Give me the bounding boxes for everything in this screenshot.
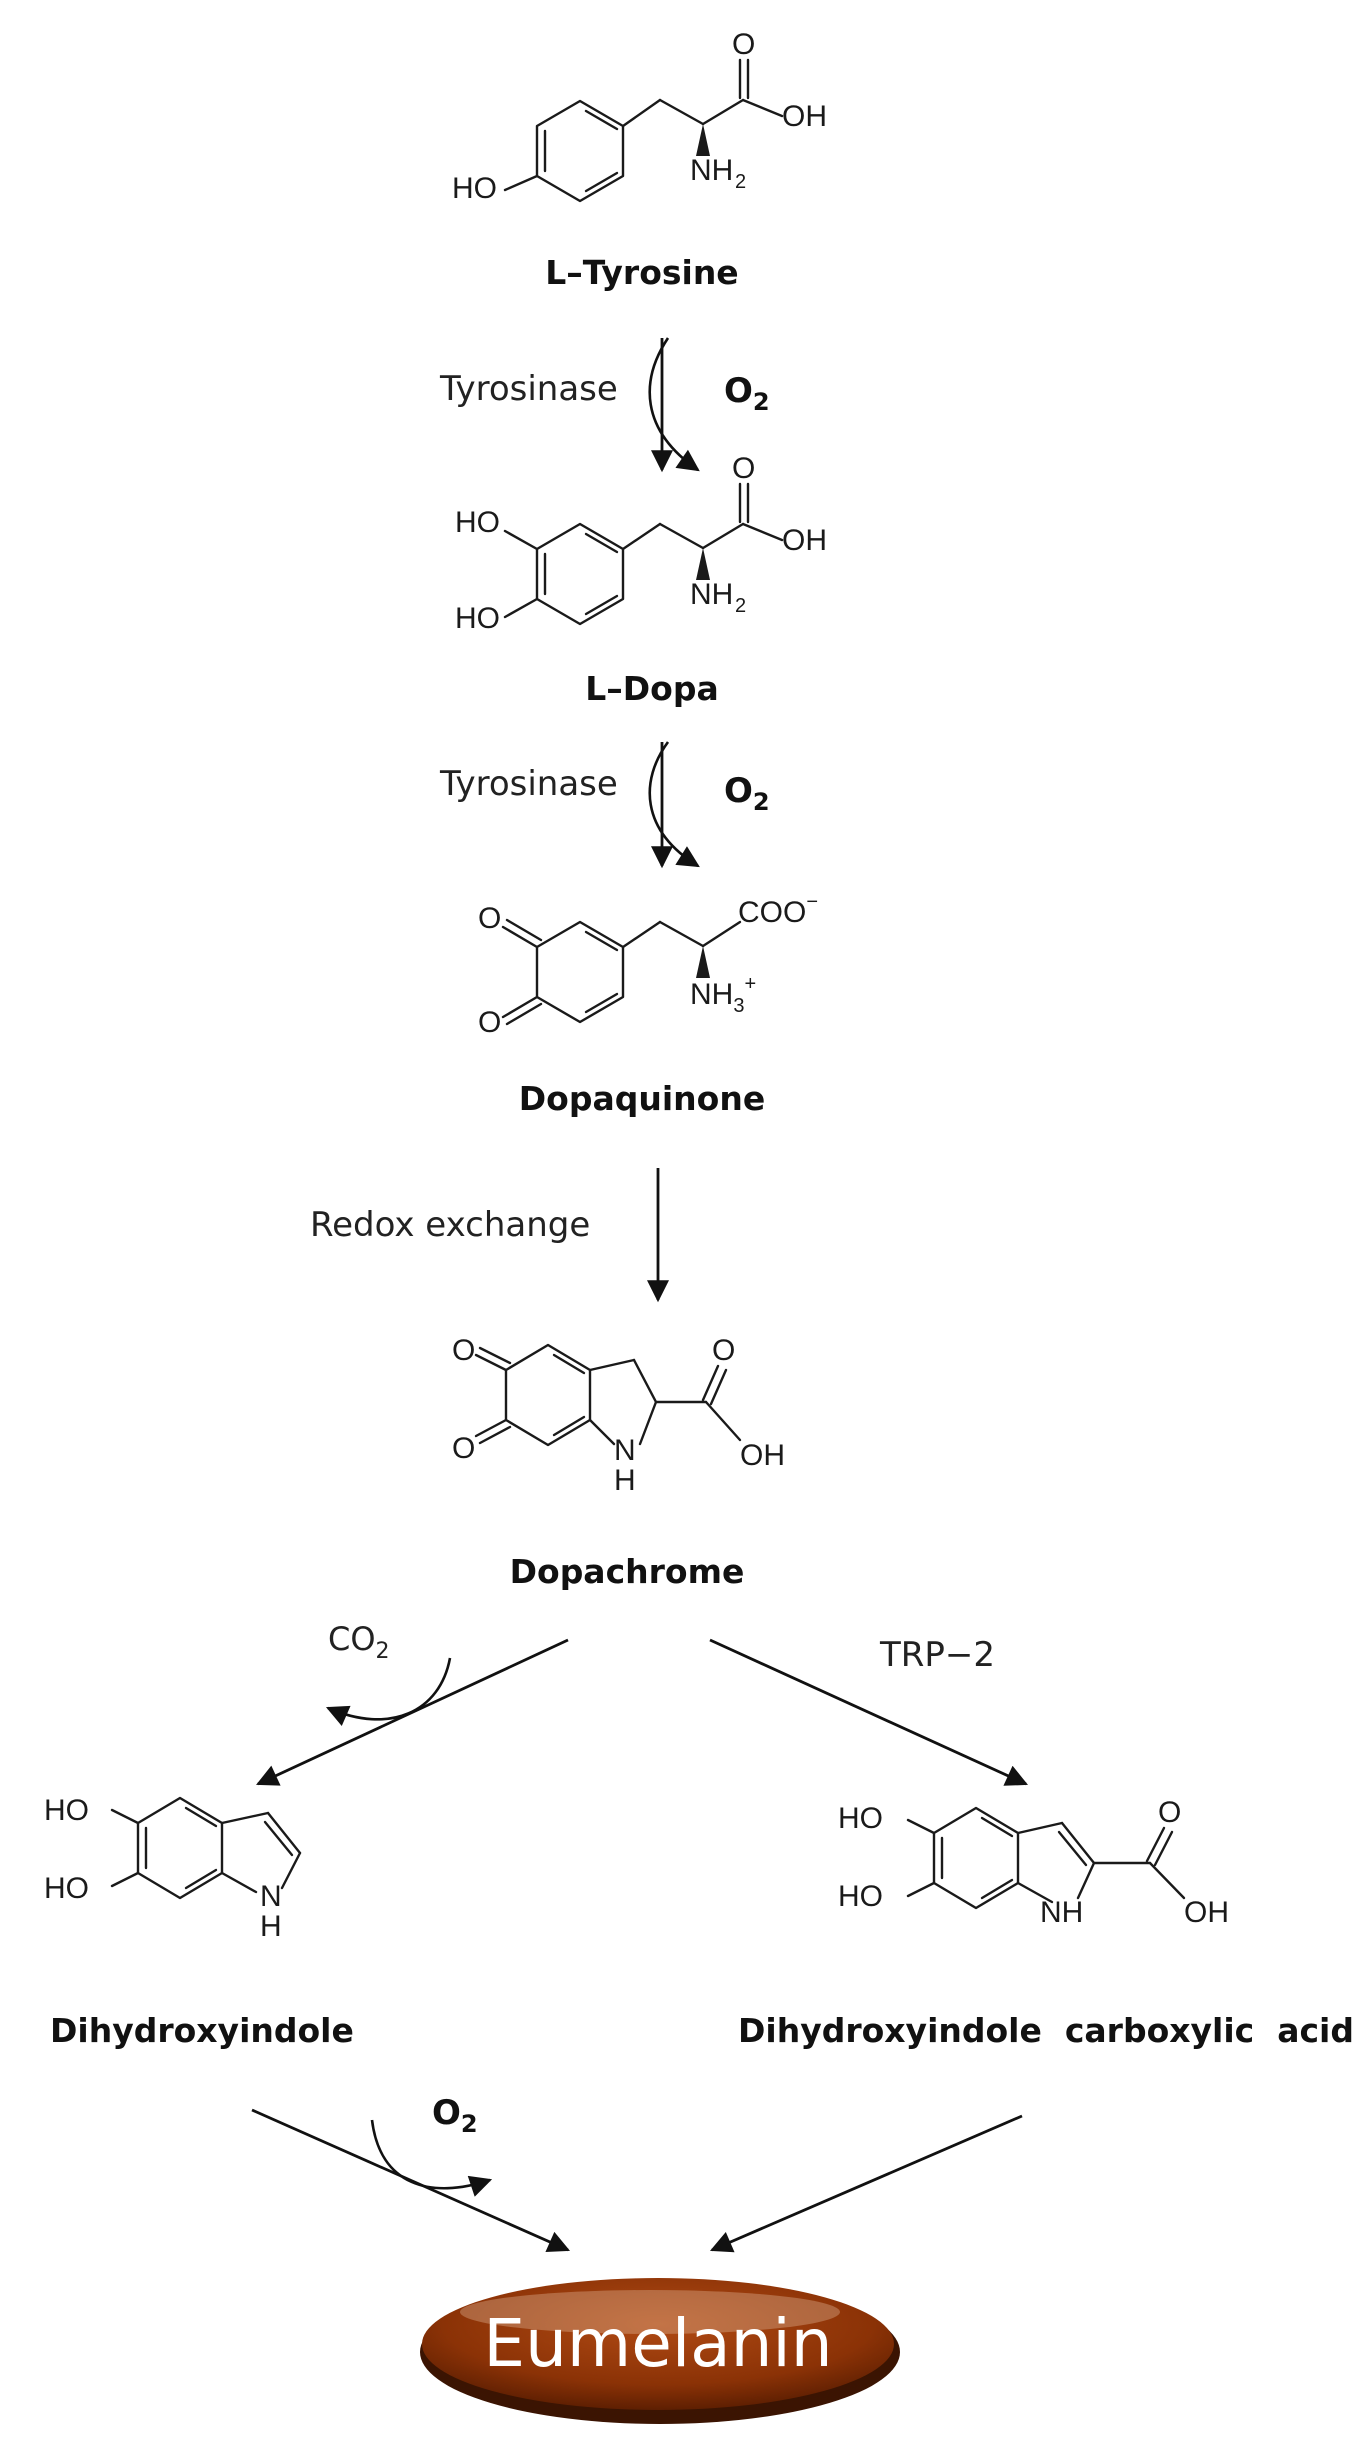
dhi-ho-lower: HO bbox=[44, 1872, 89, 1905]
dhica-ho-upper: HO bbox=[838, 1802, 883, 1835]
step5-reagent: O2 bbox=[432, 2093, 478, 2138]
dopachrome-h-label: H bbox=[614, 1464, 636, 1497]
dhica-ho-lower: HO bbox=[838, 1880, 883, 1913]
dhi-n-label: N bbox=[260, 1880, 282, 1913]
step2-reagent: O2 bbox=[724, 771, 770, 816]
dhica-oh-label: OH bbox=[1184, 1896, 1229, 1929]
step2-enzyme: Tyrosinase bbox=[439, 764, 618, 804]
dhica-name: Dihydroxyindole carboxylic acid bbox=[738, 2011, 1354, 2050]
eumelanin-highlight bbox=[460, 2290, 840, 2334]
dopaquinone-coo-label: COO− bbox=[738, 891, 818, 929]
step2-arrow bbox=[648, 741, 700, 869]
tyrosine-oh-label: OH bbox=[782, 100, 827, 133]
dopaquinone-structure: O O COO− NH3+ bbox=[478, 891, 818, 1039]
dopa-nh-label: NH bbox=[690, 578, 733, 611]
dopachrome-o-upper: O bbox=[452, 1334, 475, 1367]
dopachrome-name: Dopachrome bbox=[510, 1552, 745, 1591]
dopachrome-structure: O O O OH N H bbox=[452, 1334, 785, 1497]
tyrosine-nh-subscript: 2 bbox=[735, 171, 746, 193]
eumelanin-badge: Eumelanin bbox=[420, 2278, 900, 2424]
tyrosine-name: L–Tyrosine bbox=[545, 253, 738, 292]
dhi-ho-upper: HO bbox=[44, 1794, 89, 1827]
dopaquinone-o-lower: O bbox=[478, 1006, 501, 1039]
step3-label: Redox exchange bbox=[310, 1205, 590, 1245]
dopachrome-n-label: N bbox=[614, 1434, 636, 1467]
dhi-structure: HO HO N H bbox=[44, 1794, 302, 1943]
step4-enzyme: TRP−2 bbox=[879, 1635, 995, 1675]
step4-left-arrow bbox=[256, 1638, 569, 1786]
tyrosine-nh-label: NH bbox=[690, 154, 733, 187]
step1-reagent: O2 bbox=[724, 371, 770, 416]
tyrosine-ho-label: HO bbox=[452, 172, 497, 205]
step4-right-arrow bbox=[709, 1638, 1029, 1786]
dhica-structure: HO HO NH O OH bbox=[838, 1796, 1229, 1929]
dhica-nh-label: NH bbox=[1040, 1896, 1083, 1929]
dopaquinone-nh-label: NH3+ bbox=[690, 973, 756, 1017]
step5-right-arrow bbox=[709, 2114, 1023, 2253]
dhi-name: Dihydroxyindole bbox=[50, 2011, 354, 2050]
dopa-o-label: O bbox=[732, 452, 755, 485]
step1-enzyme: Tyrosinase bbox=[439, 369, 618, 409]
eumelanin-ellipse bbox=[422, 2278, 894, 2410]
dopachrome-o-carboxyl: O bbox=[712, 1334, 735, 1367]
dopa-nh-subscript: 2 bbox=[735, 595, 746, 617]
dhica-o-label: O bbox=[1158, 1796, 1181, 1829]
dopa-ho-label-upper: HO bbox=[455, 506, 500, 539]
dopa-name: L–Dopa bbox=[585, 669, 718, 708]
dopaquinone-o-upper: O bbox=[478, 902, 501, 935]
step4-byproduct: CO2 bbox=[328, 1620, 390, 1664]
dhi-h-label: H bbox=[260, 1910, 282, 1943]
dopachrome-o-lower: O bbox=[452, 1432, 475, 1465]
dopachrome-oh-label: OH bbox=[740, 1439, 785, 1472]
dopa-ho-label-lower: HO bbox=[455, 602, 500, 635]
dopa-structure: HO HO O OH NH 2 bbox=[455, 452, 827, 635]
step5-left-arrow bbox=[251, 2108, 571, 2253]
dopa-oh-label: OH bbox=[782, 524, 827, 557]
step1-arrow bbox=[648, 337, 700, 473]
dopaquinone-name: Dopaquinone bbox=[519, 1079, 765, 1118]
tyrosine-structure: HO O OH NH 2 bbox=[452, 28, 827, 205]
eumelanin-label: Eumelanin bbox=[483, 2305, 832, 2382]
tyrosine-o-label: O bbox=[732, 28, 755, 61]
